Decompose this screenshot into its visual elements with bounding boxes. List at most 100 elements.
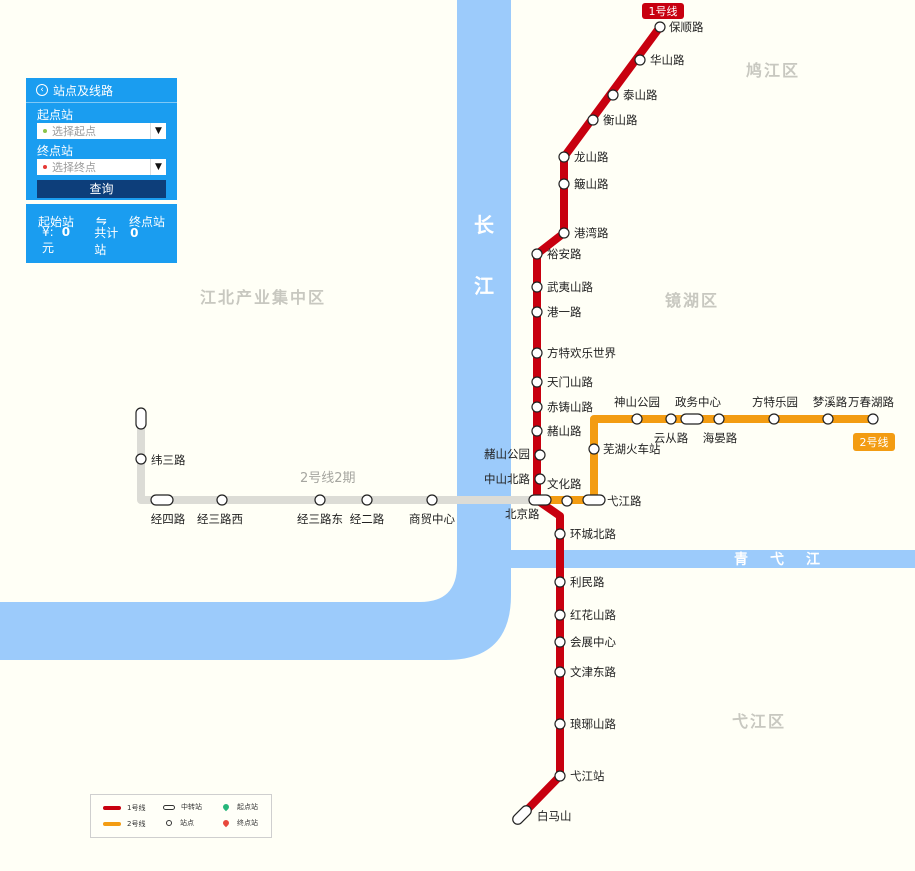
station-limin[interactable]: 利民路 (554, 575, 605, 589)
panel-title: 站点及线路 (53, 83, 114, 98)
station-shangmao[interactable]: 商贸中心 (409, 494, 455, 526)
dropdown-arrow-icon[interactable]: ▼ (150, 159, 166, 175)
station-yuan[interactable]: 裕安路 (531, 247, 582, 261)
station-icon (558, 178, 570, 190)
station-icon (361, 494, 373, 506)
station-icon (713, 413, 725, 425)
station-icon (587, 114, 599, 126)
station-longshan[interactable]: 龙山路 (558, 150, 609, 164)
station-shenshan-park[interactable]: 神山公园 (614, 395, 660, 425)
station-mengxi[interactable]: 梦溪路 (813, 395, 848, 425)
station-gangwan[interactable]: 港湾路 (558, 226, 609, 240)
end-station-select[interactable]: 选择终点 ▼ (37, 159, 166, 175)
station-label: 弋江站 (570, 769, 605, 783)
station-baimashan[interactable]: 白马山 (511, 804, 572, 827)
station-label: 红花山路 (570, 608, 616, 622)
district-jiangbei: 江北产业集中区 (200, 288, 326, 307)
station-label: 白马山 (537, 809, 572, 823)
station-label: 纬三路 (151, 453, 186, 467)
station-zhengwu[interactable]: 政务中心 (675, 395, 721, 425)
station-line2-mid[interactable] (561, 495, 573, 507)
line2-phase2-label: 2号线2期 (300, 471, 356, 486)
station-fangte-park[interactable]: 方特乐园 (752, 395, 798, 425)
station-wuhu-rail[interactable]: 芜湖火车站 (588, 442, 661, 456)
station-haiyan[interactable]: 海晏路 (703, 413, 738, 445)
station-tianmen[interactable]: 天门山路 (531, 375, 593, 389)
route-summary: 起始站 ⇋ 终点站 ¥:0元 共计 0 站 (26, 204, 177, 263)
station-icon (554, 666, 566, 678)
station-beijing[interactable]: 北京路 (505, 494, 552, 521)
line1-badge[interactable]: 1号线 (642, 3, 684, 19)
query-button[interactable]: 查询 (37, 180, 166, 198)
swap-icon[interactable]: ⇋ (96, 214, 107, 229)
legend-end: 终点站 (221, 818, 258, 828)
station-wuyishan[interactable]: 武夷山路 (531, 280, 593, 294)
station-jingsan-w[interactable]: 经三路西 (197, 494, 243, 526)
station-label: 云从路 (654, 431, 689, 445)
station-icon (588, 443, 600, 455)
station-icon (634, 54, 646, 66)
station-wenjin-e[interactable]: 文津东路 (554, 665, 616, 679)
station-jingsi[interactable]: 经四路 (150, 494, 186, 526)
line2-phase2-route (137, 418, 540, 504)
end-dot-icon (43, 165, 47, 169)
transfer-icon (582, 494, 606, 506)
legend-start: 起点站 (221, 802, 258, 812)
station-label: 方特欢乐世界 (547, 346, 616, 360)
station-icon (554, 636, 566, 648)
station-wenhua[interactable]: 文化路 (547, 477, 582, 491)
station-label: 港一路 (547, 305, 582, 319)
transfer-icon (163, 804, 175, 810)
station-weisan[interactable]: 纬三路 (135, 453, 186, 467)
station-icon (554, 609, 566, 621)
station-label: 文化路 (547, 477, 582, 491)
station-label: 芜湖火车站 (603, 442, 661, 456)
station-label: 琅琊山路 (570, 717, 616, 731)
station-huizhan[interactable]: 会展中心 (554, 635, 616, 649)
station-icon (534, 473, 546, 485)
station-gangyi[interactable]: 港一路 (531, 305, 582, 319)
station-label: 梦溪路 (813, 395, 848, 409)
station-icon (531, 306, 543, 318)
station-yuncong[interactable]: 云从路 (654, 413, 689, 445)
station-weisan-end[interactable] (135, 407, 147, 430)
station-chizhu[interactable]: 赤铸山路 (531, 400, 593, 414)
station-fangte[interactable]: 方特欢乐世界 (531, 346, 616, 360)
station-icon (558, 151, 570, 163)
station-zheshan-park[interactable]: 赭山公园 (484, 447, 546, 461)
station-zhongshan-n[interactable]: 中山北路 (484, 472, 546, 486)
station-label: 衡山路 (603, 113, 638, 127)
station-label: 经三路东 (297, 512, 343, 526)
start-station-select[interactable]: 选择起点 ▼ (37, 123, 166, 139)
panel-header[interactable]: ‹ 站点及线路 (26, 78, 177, 102)
station-langya[interactable]: 琅琊山路 (554, 717, 616, 731)
station-hengshan[interactable]: 衡山路 (587, 113, 638, 127)
station-zheshan[interactable]: 赭山路 (531, 424, 582, 438)
river-label-qingyi: 青弋江 (734, 551, 842, 568)
transfer-icon (680, 413, 704, 425)
station-honghua[interactable]: 红花山路 (554, 608, 616, 622)
station-jingsan-e[interactable]: 经三路东 (297, 494, 343, 526)
station-taishan[interactable]: 泰山路 (607, 88, 658, 102)
yangtze-river (0, 0, 915, 660)
station-huancheng-n[interactable]: 环城北路 (554, 527, 616, 541)
dropdown-arrow-icon[interactable]: ▼ (150, 123, 166, 139)
svg-text:2号线: 2号线 (860, 435, 889, 449)
station-wanchunhu[interactable]: 万春湖路 (848, 395, 894, 425)
end-station-label: 终点站 (37, 144, 74, 158)
station-yijiang-st[interactable]: 弋江站 (554, 769, 605, 783)
station-label: 天门山路 (547, 375, 593, 389)
station-aoshan[interactable]: 簸山路 (558, 177, 609, 191)
line2-badge[interactable]: 2号线 (853, 433, 895, 451)
back-arrow-icon[interactable]: ‹ (36, 84, 48, 96)
station-icon (314, 494, 326, 506)
river-label-chang: 长 (474, 213, 495, 237)
station-huashan[interactable]: 华山路 (634, 53, 685, 67)
station-jinger[interactable]: 经二路 (350, 494, 385, 526)
station-baoshun[interactable]: 保顺路 (654, 20, 704, 34)
transfer-icon (135, 407, 147, 430)
station-yijiang-rd[interactable]: 弋江路 (582, 494, 642, 508)
station-label: 泰山路 (623, 88, 658, 102)
legend-station: 站点 (166, 818, 194, 828)
